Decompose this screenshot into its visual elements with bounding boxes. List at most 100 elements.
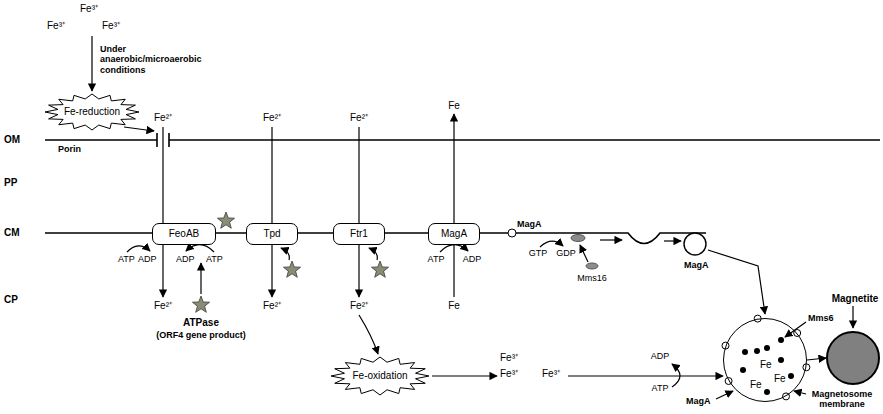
label-holder: ATP	[118, 254, 135, 264]
budding-vesicle	[684, 233, 706, 255]
label-holder: ADP	[651, 351, 670, 361]
transporter-box: FeoAB	[152, 223, 216, 245]
label-holder: Fe	[448, 300, 460, 312]
ion-label: Fe²⁺	[263, 300, 281, 312]
arrow	[568, 375, 723, 376]
iron-dot	[740, 367, 746, 373]
label-holder: OM	[4, 134, 20, 146]
label-holder: ADP	[176, 254, 195, 264]
arrow	[664, 240, 681, 241]
label-holder: Mms6	[808, 313, 834, 323]
label-holder: CP	[4, 294, 18, 306]
arrow	[708, 250, 765, 314]
label-holder: GDP	[556, 248, 576, 258]
label-holder: PP	[4, 177, 17, 189]
protein-label: Mms6	[808, 313, 834, 323]
iron-dot	[742, 349, 748, 355]
hydrolysis-arrow	[540, 241, 563, 247]
iron-label: Fe	[760, 359, 772, 371]
energy-label: GTP	[529, 248, 548, 258]
label-holder: Under anaerobic/microaerobic conditions	[100, 44, 222, 75]
text-holder: MagA	[441, 228, 467, 240]
membrane-protein	[783, 393, 790, 400]
iron-path	[162, 245, 163, 297]
label-holder: Fe³⁺	[47, 20, 65, 32]
label-holder: ATPase	[183, 317, 219, 329]
hydrolysis-arrow	[127, 246, 150, 252]
energy-label: ADP	[651, 351, 670, 361]
transporter-box: MagA	[428, 223, 480, 245]
text-holder: Fe-oxidation	[352, 370, 407, 382]
label-holder: Fe²⁺	[350, 112, 368, 124]
energy-star	[371, 261, 388, 277]
label-holder: Fe²⁺	[154, 112, 172, 124]
starburst-shape	[331, 357, 429, 395]
label-holder: ADP	[138, 254, 157, 264]
iron-dot	[788, 373, 794, 379]
mms16-protein	[586, 263, 598, 269]
text-holder: Fe	[760, 359, 772, 371]
label-holder: ATP	[428, 254, 445, 264]
node-label: MagA	[441, 228, 467, 240]
ion-label: Fe³⁺	[80, 3, 98, 15]
part-label: Magnetosome membrane	[807, 389, 877, 410]
outer-membrane	[45, 139, 880, 141]
ion-label: Fe²⁺	[350, 300, 368, 312]
energy-label: ATP	[118, 254, 135, 264]
iron-dot	[778, 337, 784, 343]
reaction-starburst: Fe-reduction	[44, 93, 140, 131]
iron-path	[358, 127, 359, 223]
magnetite-crystal: Magnetite	[826, 331, 880, 385]
protein-label: ATPase	[183, 317, 219, 329]
iron-dot	[764, 345, 770, 351]
iron-dot	[764, 389, 770, 395]
label-holder: Fe	[448, 100, 460, 112]
label-holder: Fe²⁺	[263, 300, 281, 312]
node-label: Fe-reduction	[64, 106, 120, 118]
layer-label: CM	[4, 227, 20, 239]
connector-arrow	[807, 358, 826, 360]
leader-line	[785, 322, 806, 337]
condition-note: Under anaerobic/microaerobic conditions	[100, 44, 222, 75]
energy-label: ADP	[463, 254, 482, 264]
crystal-label: Magnetite	[832, 293, 879, 305]
energy-star	[192, 296, 209, 312]
label-holder: Fe²⁺	[350, 300, 368, 312]
arrow	[91, 36, 92, 91]
energy-label: ATP	[206, 254, 223, 264]
arrow	[359, 315, 378, 354]
label-holder: Fe²⁺	[154, 300, 172, 312]
membrane-protein	[725, 378, 732, 385]
protein-label: Mms16	[577, 273, 607, 283]
iron-label: Fe	[774, 373, 786, 385]
node-label: Ftr1	[350, 228, 368, 240]
arrow	[369, 248, 377, 260]
membrane-protein	[722, 342, 729, 349]
energy-label: ADP	[138, 254, 157, 264]
transporter-box: Tpd	[246, 223, 298, 245]
reaction-starburst: Fe-oxidation	[330, 356, 430, 396]
label-holder: MagA	[684, 260, 709, 270]
layer-label: OM	[4, 134, 20, 146]
energy-label: GDP	[556, 248, 576, 258]
arrow	[124, 127, 154, 131]
arrow	[281, 248, 289, 260]
hydrolysis-arrow	[186, 245, 214, 252]
text-holder: FeoAB	[169, 228, 200, 240]
ion-label: Fe	[448, 100, 460, 112]
label-holder: (ORF4 gene product)	[156, 330, 246, 340]
label-holder: Fe³⁺	[500, 368, 518, 380]
label-holder: ADP	[463, 254, 482, 264]
text-holder: Ftr1	[350, 228, 368, 240]
label-holder: Porin	[58, 144, 81, 154]
node-label: Tpd	[263, 228, 280, 240]
mms16-protein	[571, 235, 585, 242]
ion-label: Fe²⁺	[263, 112, 281, 124]
part-label: Porin	[58, 144, 81, 154]
magnetosome-circle: FeFeFe	[723, 318, 807, 402]
label-holder: Mms16	[577, 273, 607, 283]
layer-label: PP	[4, 177, 17, 189]
text-holder: Fe	[750, 379, 762, 391]
